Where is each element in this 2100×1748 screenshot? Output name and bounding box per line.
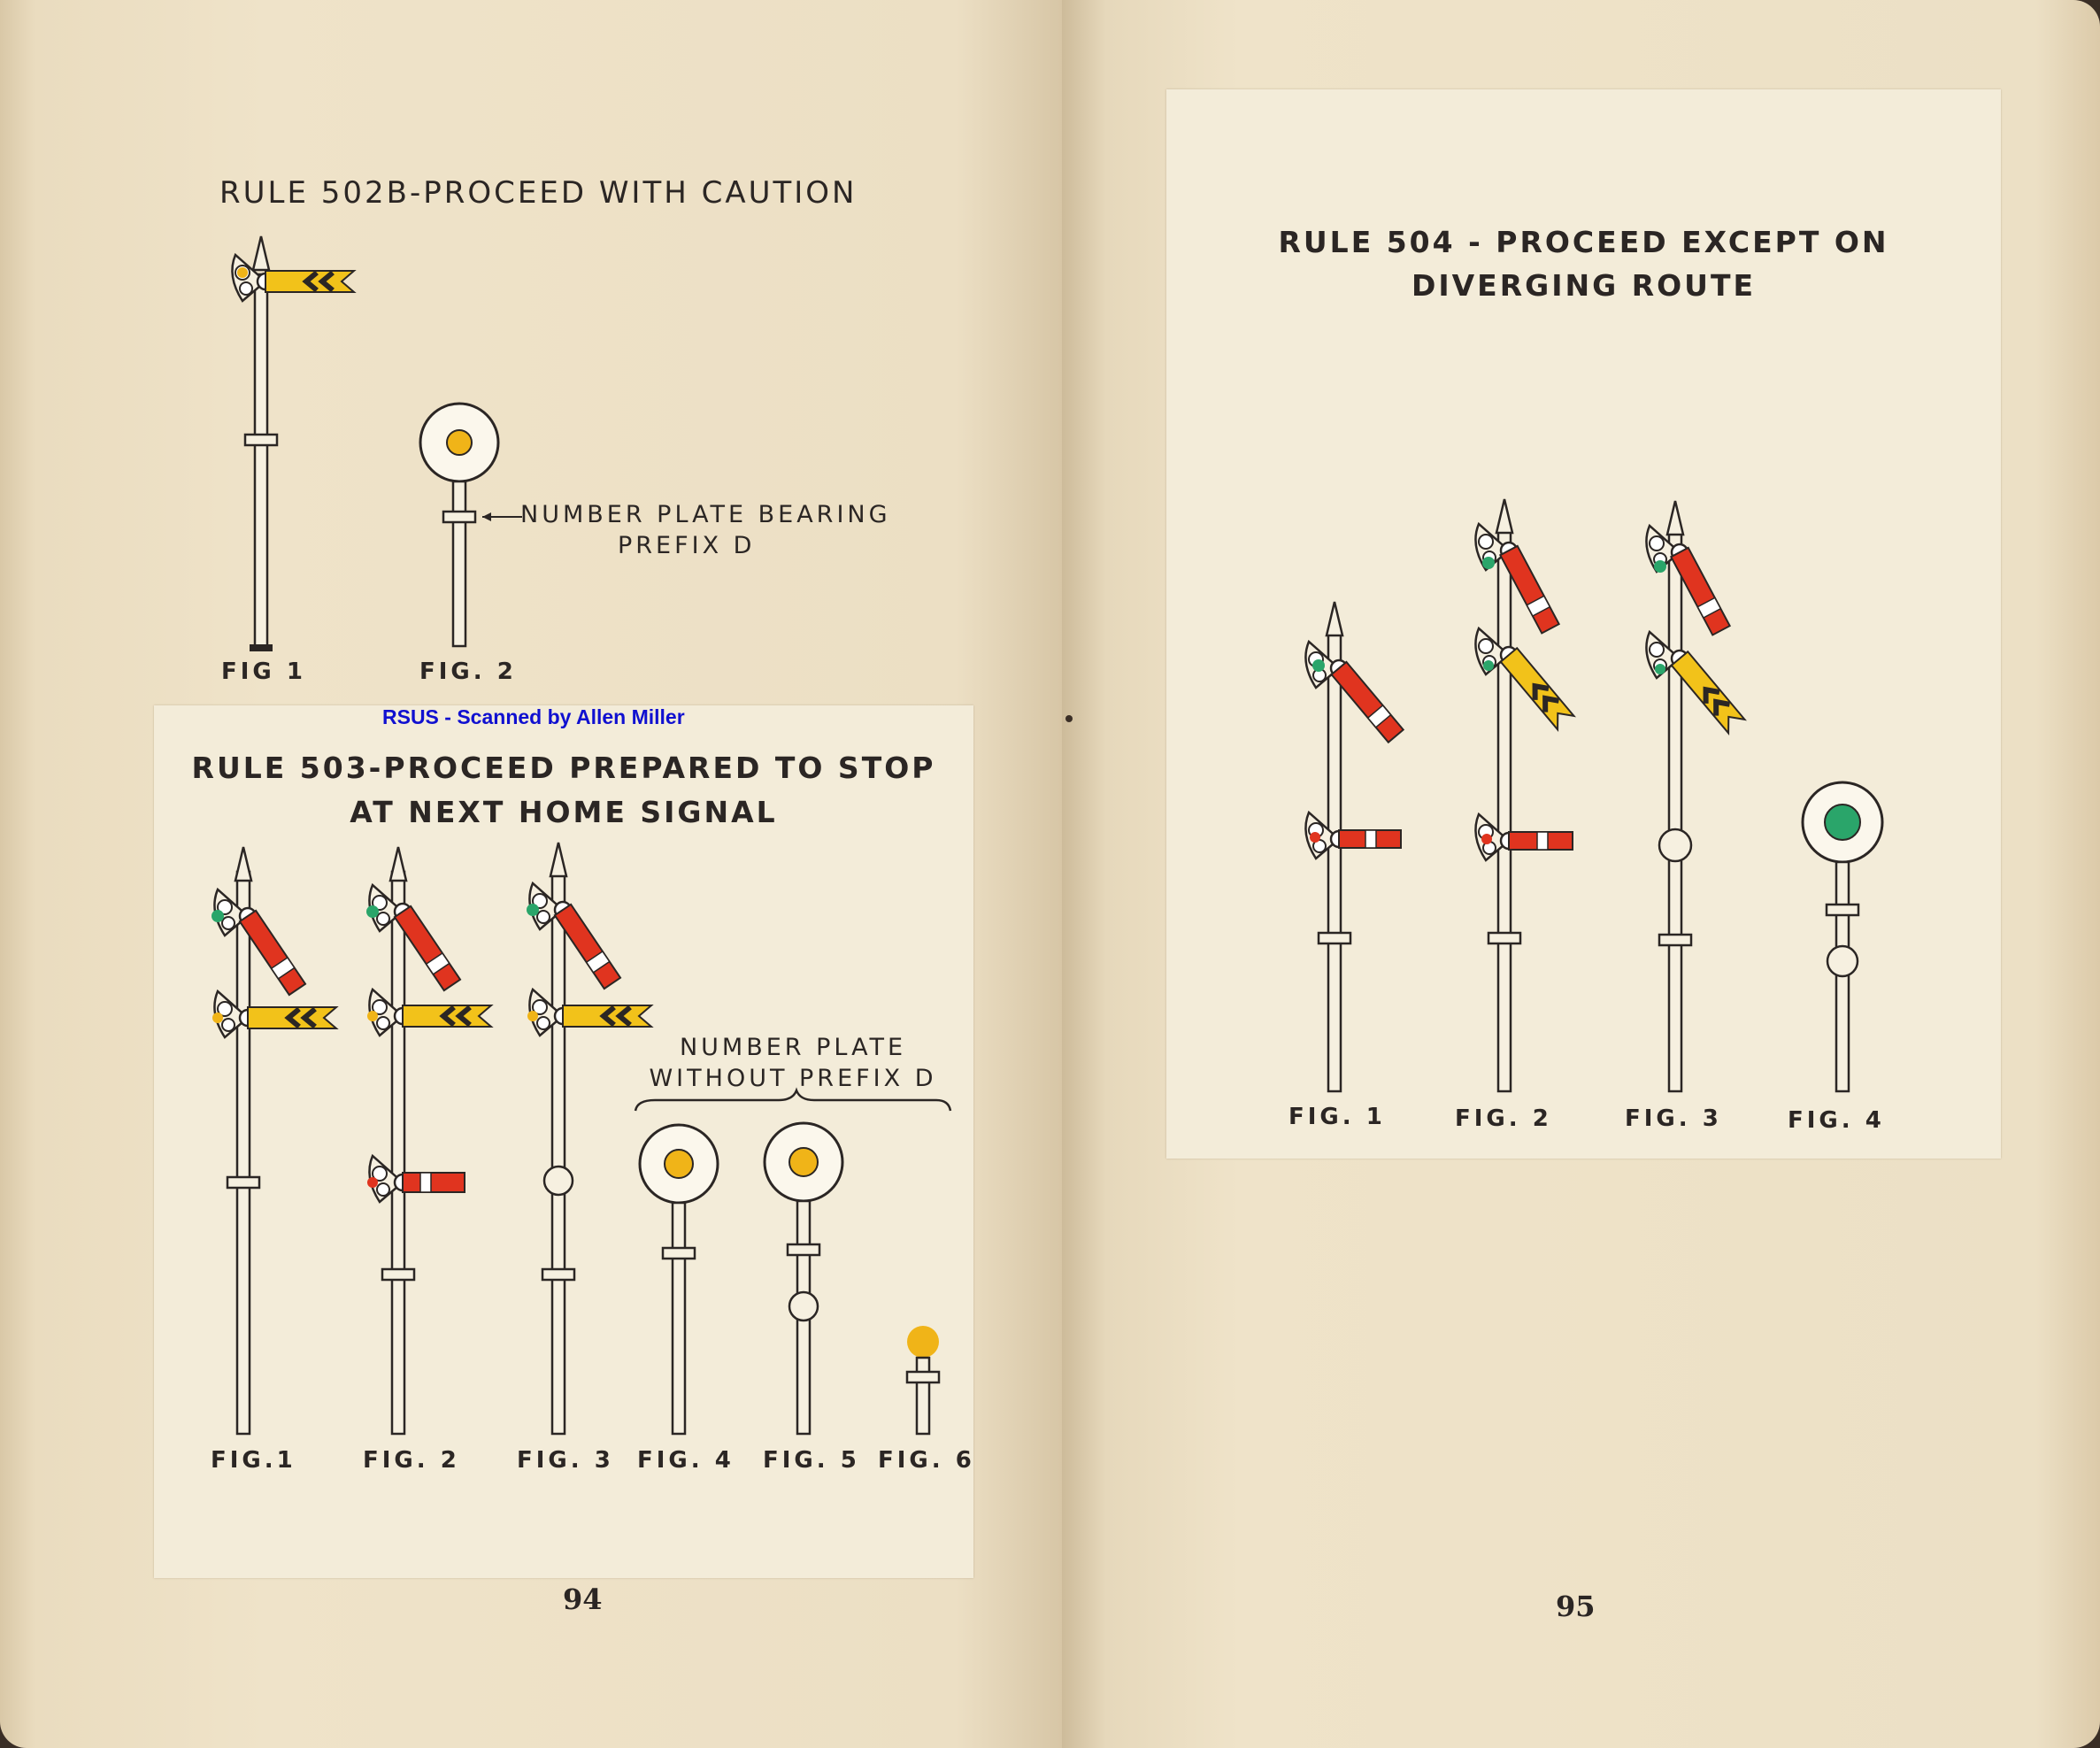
- rule-504-plate: [1166, 89, 2001, 1159]
- rule-503-fig5-label: FIG. 5: [763, 1447, 860, 1474]
- rule-503-fig1-signal: [212, 845, 336, 1436]
- rule-503-fig2-signal: [366, 845, 491, 1436]
- page-number-left: 94: [563, 1582, 603, 1616]
- rule-504-title-line2: DIVERGING ROUTE: [1411, 268, 1757, 303]
- scanner-credit: RSUS - Scanned by Allen Miller: [382, 705, 685, 728]
- rule-502b-note-line2: PREFIX D: [618, 532, 756, 559]
- rule-504-title-line1: RULE 504 - PROCEED EXCEPT ON: [1278, 225, 1889, 259]
- rule-502b-title: RULE 502B-PROCEED WITH CAUTION: [219, 175, 858, 211]
- rule-503-title-line1: RULE 503-PROCEED PREPARED TO STOP: [191, 751, 936, 785]
- rule-504-fig4-label: FIG. 4: [1788, 1107, 1885, 1134]
- page-number-right: 95: [1556, 1590, 1596, 1623]
- rule-503-fig5-dwarf: [763, 1121, 844, 1436]
- rule-503-fig4-label: FIG. 4: [637, 1447, 735, 1474]
- note-bracket: [634, 1087, 952, 1112]
- rule-503-fig6-dwarf: [905, 1326, 941, 1436]
- rule-502b-fig2-dwarf-disc: [419, 402, 522, 648]
- rule-502b-fig1-signal: [231, 235, 354, 651]
- rule-504-fig2-signal: [1474, 497, 1573, 1093]
- rule-503-note-line1: NUMBER PLATE: [679, 1034, 907, 1061]
- rule-503-fig1-label: FIG.1: [211, 1447, 296, 1474]
- rule-503-title-line2: AT NEXT HOME SIGNAL: [350, 795, 778, 829]
- rule-503-fig4-dwarf: [638, 1123, 719, 1436]
- rule-503-fig3-label: FIG. 3: [517, 1447, 614, 1474]
- rule-503-note-line2: WITHOUT PREFIX D: [649, 1065, 937, 1092]
- rule-503-fig2-label: FIG. 2: [363, 1447, 460, 1474]
- rule-504-fig2-label: FIG. 2: [1455, 1105, 1552, 1132]
- rule-502b-fig2-label: FIG. 2: [419, 658, 517, 685]
- rule-502b-fig1-label: FIG 1: [221, 658, 306, 685]
- binding-mark: [1065, 715, 1073, 722]
- rule-504-fig3-signal: [1645, 499, 1744, 1093]
- rule-504-fig1-label: FIG. 1: [1288, 1104, 1386, 1130]
- rule-503-fig6-label: FIG. 6: [878, 1447, 975, 1474]
- rule-502b-note-line1: NUMBER PLATE BEARING: [520, 501, 891, 528]
- rule-504-fig1-signal: [1304, 600, 1404, 1093]
- rule-504-fig3-label: FIG. 3: [1625, 1105, 1722, 1132]
- rule-504-fig4-dwarf: [1801, 781, 1884, 1093]
- rule-503-fig3-signal: [527, 841, 651, 1436]
